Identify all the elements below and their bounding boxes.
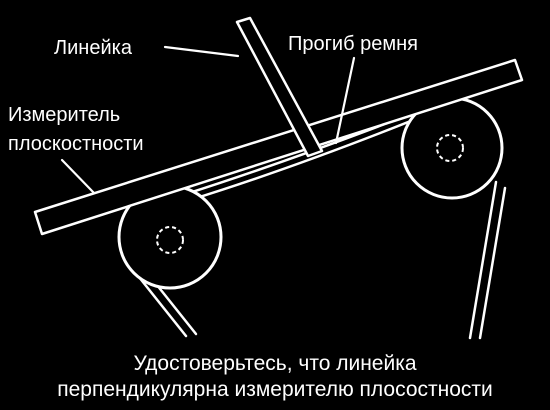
caption-line2: перпендикулярна измерителю плосостности (57, 378, 493, 401)
caption-line1: Удостоверьтесь, что линейка (133, 352, 417, 375)
flatness-gauge (33, 58, 524, 236)
flatness-gauge-label-line2: плоскостности (8, 133, 144, 155)
deflection-leader-line (334, 56, 356, 145)
belt-right-down-outer (468, 180, 498, 340)
ruler-leader-line (163, 45, 240, 58)
belt-right-down-inner (478, 186, 507, 340)
leader-lines (60, 45, 356, 195)
right-pulley-hub (436, 134, 464, 162)
ruler-bar (235, 16, 324, 158)
belt-deflection-label: Прогиб ремня (288, 33, 418, 55)
left-pulley-hub (156, 226, 184, 254)
gauge-leader-line (60, 158, 96, 195)
ruler-label: Линейка (54, 37, 132, 59)
flatness-gauge-bar (33, 58, 524, 236)
flatness-gauge-label-line1: Измеритель (8, 104, 121, 126)
ruler (235, 16, 324, 158)
